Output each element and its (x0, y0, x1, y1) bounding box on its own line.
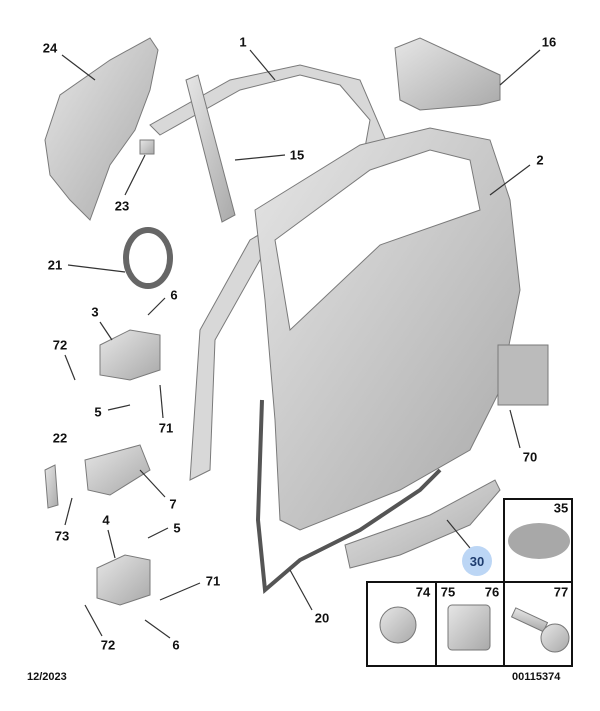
callout-2: 2 (536, 152, 544, 168)
callout-23: 23 (114, 198, 130, 214)
callout-71-lower: 71 (205, 573, 221, 589)
callout-74: 74 (415, 584, 431, 600)
upper-hinge-part (99, 329, 161, 381)
callout-77: 77 (553, 584, 569, 600)
callout-6-lower: 6 (172, 637, 180, 653)
inner-panel-part (44, 37, 159, 221)
callout-72-lower: 72 (100, 637, 116, 653)
screw-77-part (510, 607, 549, 633)
callout-72: 72 (52, 337, 68, 353)
label-sheet-part (497, 344, 549, 406)
lower-hinge-part (96, 554, 151, 606)
callout-73: 73 (54, 528, 70, 544)
diagram-reference: 00115374 (512, 671, 561, 683)
door-seal-part (255, 399, 442, 595)
callout-76: 76 (484, 584, 500, 600)
trim-strip-part (185, 74, 236, 223)
callout-35: 35 (553, 500, 569, 516)
callout-6: 6 (170, 287, 178, 303)
callout-5: 5 (94, 404, 102, 420)
clip-74-part (379, 606, 417, 644)
callout-15: 15 (289, 147, 305, 163)
plug-35-part (508, 523, 570, 559)
quarter-trim-part (394, 37, 501, 111)
callout-16: 16 (541, 34, 557, 50)
door-moulding-part (344, 479, 501, 569)
callout-20: 20 (314, 610, 330, 626)
callout-7: 7 (169, 496, 177, 512)
nut-75-76-part (447, 604, 491, 651)
callout-1: 1 (239, 34, 247, 50)
callout-21: 21 (47, 257, 63, 273)
clip-part (139, 139, 155, 155)
callout-24: 24 (42, 40, 58, 56)
bracket-part (44, 464, 59, 509)
callout-4: 4 (102, 512, 110, 528)
check-strap-part (84, 444, 151, 496)
callout-22: 22 (52, 430, 68, 446)
callout-30-highlighted[interactable]: 30 (462, 546, 492, 576)
inner-door-frame-part (149, 64, 391, 481)
speaker-ring-part (123, 227, 173, 289)
diagram-date: 12/2023 (27, 671, 67, 683)
callout-5-lower: 5 (173, 520, 181, 536)
callout-3: 3 (91, 304, 99, 320)
screw-77-head (540, 623, 570, 653)
callout-71: 71 (158, 420, 174, 436)
door-window-opening (274, 149, 481, 332)
callout-70: 70 (522, 449, 538, 465)
callout-75: 75 (440, 584, 456, 600)
